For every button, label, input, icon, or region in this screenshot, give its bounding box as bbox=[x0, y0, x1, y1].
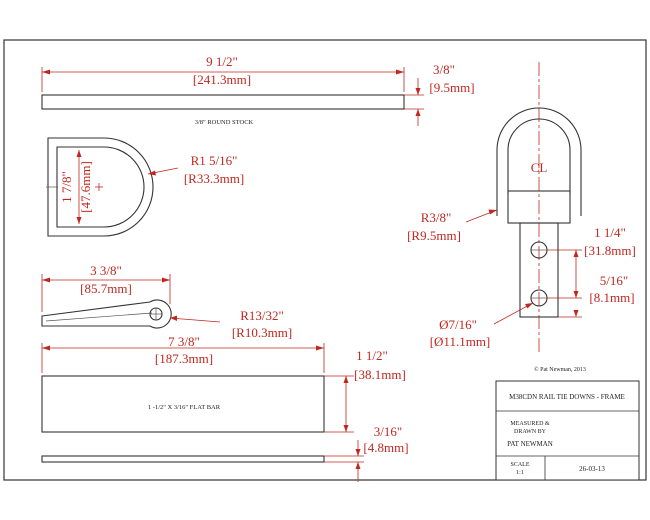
title-block-drawn: DRAWN BY bbox=[514, 429, 547, 435]
centerline-symbol: CL bbox=[531, 160, 548, 175]
bent-bar-length-dimension bbox=[41, 274, 171, 312]
title-block bbox=[495, 380, 640, 481]
flat-bar-edge-part bbox=[41, 455, 325, 463]
d-ring-height-dimension bbox=[76, 150, 103, 224]
stock-length-mm: [241.3mm] bbox=[193, 72, 251, 87]
d-ring-radius-mm: [R33.3mm] bbox=[184, 171, 244, 186]
stock-label: 3/8" ROUND STOCK bbox=[195, 119, 254, 126]
title-block-author: PAT NEWMAN bbox=[507, 440, 553, 448]
bent-bar-radius-mm: [R10.3mm] bbox=[232, 325, 292, 340]
bent-bar-radius-in: R13/32" bbox=[240, 308, 284, 323]
d-ring-radius-leader bbox=[147, 167, 179, 176]
stock-dia-dimension bbox=[404, 78, 424, 126]
title-block-date: 26-03-13 bbox=[579, 465, 605, 473]
assembly-part bbox=[496, 62, 582, 355]
stock-length-dimension bbox=[41, 67, 405, 92]
flat-bar-length-in: 7 3/8" bbox=[168, 334, 200, 349]
flat-bar-part bbox=[41, 375, 325, 433]
hole-dia-mm: [Ø11.1mm] bbox=[430, 334, 491, 349]
hole-dia-in: Ø7/16" bbox=[439, 317, 477, 332]
title-block-measured: MEASURED & bbox=[510, 421, 550, 427]
flat-bar-thick-in: 3/16" bbox=[374, 424, 402, 439]
flat-bar-label: 1 -1/2" X 3/16" FLAT BAR bbox=[148, 404, 221, 411]
d-ring-radius-in: R1 5/16" bbox=[191, 153, 238, 168]
flat-bar-length-mm: [187.3mm] bbox=[155, 351, 213, 366]
assembly-bend-mm: [R9.5mm] bbox=[407, 228, 461, 243]
title-block-scale-label: SCALE bbox=[510, 462, 529, 468]
assembly-bend-in: R3/8" bbox=[421, 210, 452, 225]
bent-bar-radius-leader bbox=[169, 315, 221, 323]
stock-dia-mm: [9.5mm] bbox=[429, 80, 474, 95]
edge-distance-mm: [8.1mm] bbox=[589, 290, 634, 305]
hole-spacing-dimension bbox=[547, 249, 582, 299]
bent-bar-length-mm: [85.7mm] bbox=[80, 281, 132, 296]
flat-bar-width-in: 1 1/2" bbox=[356, 348, 388, 363]
bent-bar-part bbox=[41, 299, 172, 329]
d-ring-height-in: 1 7/8" bbox=[59, 171, 74, 203]
edge-distance-dimension bbox=[558, 310, 582, 318]
hole-dia-leader bbox=[493, 302, 534, 325]
copyright-note: © Pat Newman, 2013 bbox=[534, 366, 586, 373]
sheet-border bbox=[3, 39, 647, 481]
flat-bar-width-mm: [38.1mm] bbox=[354, 367, 406, 382]
stock-length-in: 9 1/2" bbox=[206, 54, 238, 69]
hole-spacing-mm: [31.8mm] bbox=[584, 243, 636, 258]
flat-bar-width-dimension bbox=[324, 375, 354, 433]
title-block-title: M38CDN RAIL TIE DOWNS - FRAME bbox=[509, 393, 625, 401]
bent-bar-length-in: 3 3/8" bbox=[90, 263, 122, 278]
edge-distance-in: 5/16" bbox=[600, 273, 628, 288]
flat-bar-thick-mm: [4.8mm] bbox=[363, 440, 408, 455]
flat-bar-thickness-dimension bbox=[324, 440, 364, 482]
hole-spacing-in: 1 1/4" bbox=[594, 225, 626, 240]
d-ring-height-mm: [47.6mm] bbox=[78, 161, 93, 213]
d-ring-part bbox=[46, 137, 154, 237]
assembly-bend-leader bbox=[465, 209, 498, 223]
flat-bar-length-dimension bbox=[41, 343, 325, 373]
round-stock-part bbox=[41, 94, 405, 110]
stock-dia-in: 3/8" bbox=[433, 62, 455, 77]
title-block-scale-value: 1:1 bbox=[516, 470, 524, 476]
